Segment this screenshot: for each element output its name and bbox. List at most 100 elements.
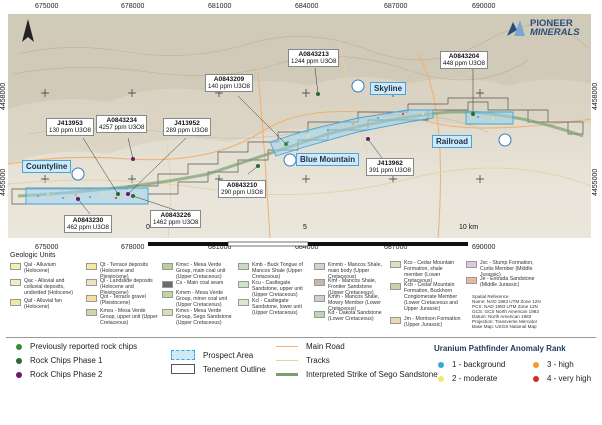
geo-unit-kcs: Kcs - Cedar Mountain Formation, shale me…	[390, 260, 462, 284]
sample-point	[76, 197, 80, 201]
geo-unit-kcb: Kcb - Cedar Mountain Formation, Buckhorn…	[390, 282, 462, 312]
green-dot-icon	[16, 343, 22, 350]
legend-main-road: Main Road	[276, 342, 345, 351]
scale-mid: 5	[303, 224, 307, 231]
geo-unit-qal: Qal - Alluvium (Holocene)	[10, 262, 82, 274]
coord-top-678000: 678000	[121, 3, 145, 10]
geo-unit-qt: Qt - Terrace deposits (Holocene and Plei…	[86, 262, 158, 280]
tenement-swatch	[171, 364, 195, 374]
place-label-countyline: Countyline	[22, 160, 72, 173]
map-legend: Previously reported rock chips Rock Chip…	[6, 337, 596, 420]
leader-lines	[77, 67, 474, 215]
strike-swatch	[276, 373, 298, 376]
place-label-skyline: Skyline	[370, 82, 407, 95]
geo-unit-je: Je - Entrada Sandstone (Middle Jurassic)	[466, 276, 538, 288]
coord-top-690000: 690000	[472, 3, 496, 10]
sample-point	[471, 112, 475, 116]
yellow-dot-icon	[438, 375, 444, 382]
geo-unit-ql: Ql - Landslide deposits (Holocene and Pl…	[86, 278, 158, 296]
logo-line2: MINERALS	[530, 27, 580, 38]
geo-unit-kmb: Kmb - Buck Tongue of Mancos Shale (Upper…	[238, 262, 310, 280]
orange-dot-icon	[533, 361, 539, 368]
scale-bar	[148, 235, 478, 253]
legend-rank-3: 3 - high	[533, 360, 574, 369]
prospect-areas	[25, 109, 514, 205]
geo-unit-jm: Jm - Morrison Formation (Upper Jurassic)	[390, 316, 462, 328]
blue-dot-icon	[438, 361, 444, 368]
main-road-swatch	[276, 346, 298, 347]
coord-top-684000: 684000	[295, 3, 319, 10]
coord-bottom-675000: 675000	[35, 244, 59, 251]
sample-point	[284, 142, 288, 146]
scale-start: 0	[146, 224, 150, 231]
tenement-outline	[11, 97, 584, 205]
tracks-swatch	[276, 360, 298, 361]
geo-unit-kmvs: Kmvs - Mesa Verde Group, Sego Sandstone …	[162, 308, 234, 326]
sample-points	[76, 92, 475, 201]
coord-bottom-690000: 690000	[472, 244, 496, 251]
place-label-railroad: Railroad	[432, 135, 473, 148]
sample-point	[116, 192, 120, 196]
geo-unit-kmmb: Kmmb - Mancos Shale, main body (Upper Cr…	[314, 262, 386, 280]
geo-unit-kmf: Kmf - Mancos Shale, Frontier Sandstone (…	[314, 278, 386, 296]
coord-bottom-687000: 687000	[384, 244, 408, 251]
coord-top-681000: 681000	[208, 3, 232, 10]
coord-right-4455000: 4455000	[592, 168, 599, 196]
logo-icon	[507, 20, 525, 36]
legend-rank-1: 1 - background	[438, 360, 505, 369]
geo-unit-qaf: Qaf - Alluvial fan (Holocene)	[10, 298, 82, 310]
coord-right-4458000: 4458000	[592, 82, 599, 110]
sample-point	[366, 137, 370, 141]
legend-rank-4: 4 - very high	[533, 374, 591, 383]
legend-rock-chips-phase1: Rock Chips Phase 1	[16, 356, 102, 365]
legend-sego-strike: Interpreted Strike of Sego Sandstone	[276, 370, 438, 379]
place-label-blue-mountain: Blue Mountain	[296, 153, 360, 166]
coord-top-675000: 675000	[35, 3, 59, 10]
geo-unit-qot: Qot - Terrace gravel (Pleistocene)	[86, 294, 158, 306]
sample-point	[131, 194, 135, 198]
coord-bottom-678000: 678000	[121, 244, 145, 251]
prospect-area-swatch	[171, 350, 195, 360]
sample-point	[316, 92, 320, 96]
rank-title: Uranium Pathfinder Anomaly Rank	[434, 344, 566, 353]
sample-point	[131, 157, 135, 161]
sample-point	[256, 164, 260, 168]
place-markers	[71, 79, 512, 181]
logo-line1: PIONEER	[530, 18, 573, 29]
coord-bottom-681000: 681000	[208, 244, 232, 251]
geologic-units-legend: Geologic Units Qal - Alluvium (Holocene)…	[6, 252, 596, 332]
north-arrow-icon	[22, 19, 34, 42]
pioneer-minerals-logo: PIONEER MINERALS	[505, 18, 580, 38]
grid-crosses	[41, 89, 484, 183]
purple-dot-icon	[16, 371, 22, 378]
geo-unit-kmvc: Kmvc - Mesa Verde Group, main coal unit …	[162, 262, 234, 280]
red-dot-icon	[533, 375, 539, 382]
geo-unit-kmm: Kmm - Mancos Shale, Mowry Member (Lower …	[314, 294, 386, 312]
legend-tenement-outline: Tenement Outline	[171, 364, 266, 374]
coord-top-687000: 687000	[384, 3, 408, 10]
dark-green-dot-icon	[16, 357, 22, 364]
geo-unit-kmvm: Kmvm - Mesa Verde Group, minor coal unit…	[162, 290, 234, 308]
legend-prospect-area: Prospect Area	[171, 350, 253, 360]
legend-rock-chips-phase2: Rock Chips Phase 2	[16, 370, 102, 379]
coord-bottom-684000: 684000	[295, 244, 319, 251]
coord-left-4455000: 4455000	[0, 168, 7, 196]
geo-unit-kcl: Kcl - Castlegate Sandstone, lower unit (…	[238, 298, 310, 316]
coord-left-4458000: 4458000	[0, 82, 7, 110]
main-road	[8, 110, 591, 165]
geo-unit-kmvu: Kmvu - Mesa Verde Group, upper unit (Upp…	[86, 308, 158, 326]
spatial-reference: Spatial Reference Name: NAD 1983 UTM Zon…	[472, 294, 541, 329]
geo-unit-qac: Qac - Alluvial and colluvial deposits, u…	[10, 278, 82, 296]
legend-tracks: Tracks	[276, 356, 330, 365]
legend-rank-2: 2 - moderate	[438, 374, 497, 383]
